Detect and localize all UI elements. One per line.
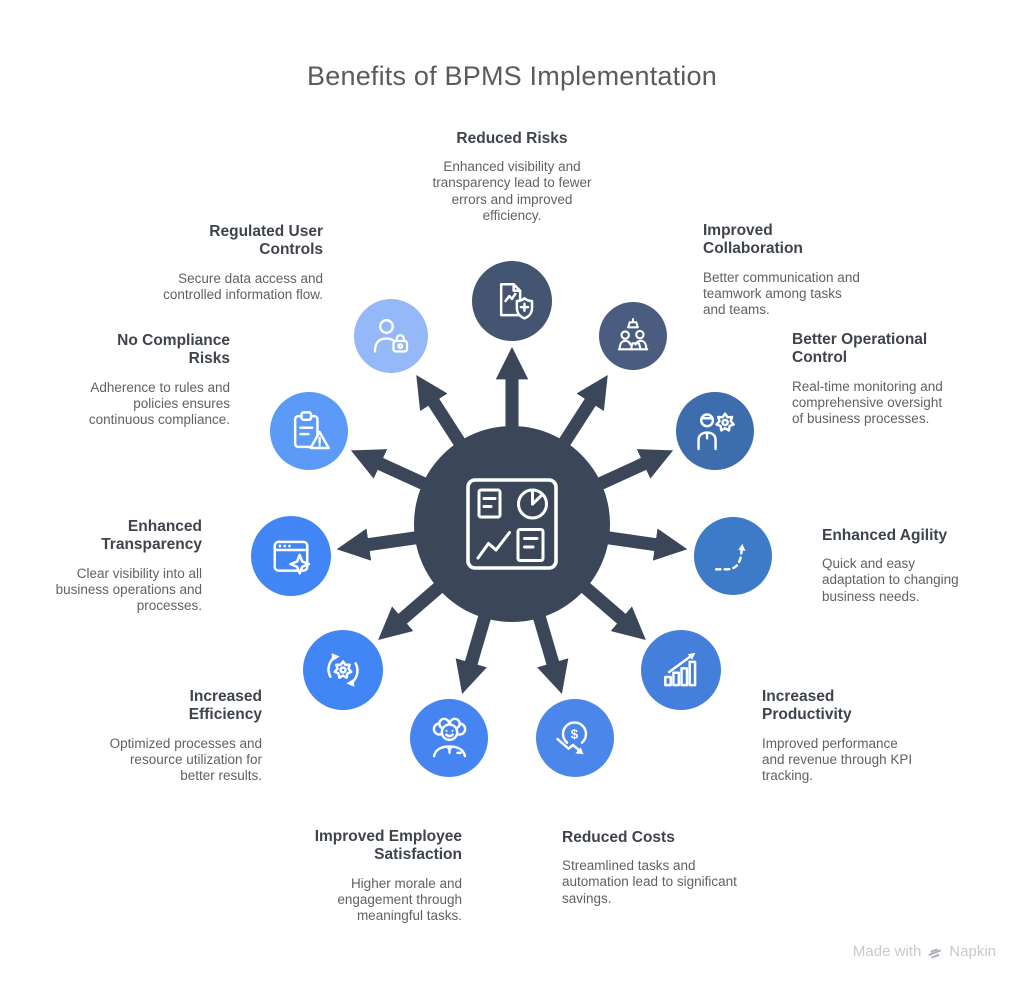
bar-chart-arrow-icon	[663, 652, 696, 687]
napkin-logo-icon	[928, 948, 942, 958]
node-icon-reduced-costs: $	[535, 698, 614, 777]
node-icon-increased-efficiency	[303, 630, 384, 711]
improved-employee-satisfaction-description: Higher morale and engagement through mea…	[337, 875, 462, 923]
node-icon-regulated-user-controls	[354, 299, 429, 374]
regulated-user-controls-description: Secure data access and controlled inform…	[163, 270, 323, 302]
clipboard-warning-icon	[293, 411, 330, 450]
regulated-user-controls-title: Regulated User Controls	[209, 223, 323, 259]
watermark-prefix: Made with	[852, 943, 922, 960]
node-icon-increased-productivity	[640, 630, 721, 711]
node-icon-improved-employee-satisfaction	[410, 698, 489, 777]
improved-collaboration-description: Better communication and teamwork among …	[703, 269, 860, 317]
user-lock-icon	[374, 319, 409, 354]
improved-employee-satisfaction-title: Improved Employee Satisfaction	[314, 828, 462, 864]
node-icon-no-compliance-risks	[270, 392, 349, 471]
document-shield-icon	[499, 282, 534, 320]
watermark-brand: Napkin	[949, 943, 996, 960]
reduced-risks-description: Enhanced visibility and transparency lea…	[432, 159, 592, 223]
happy-employee-icon	[432, 718, 467, 758]
increased-efficiency-title: Increased Efficiency	[188, 688, 262, 724]
better-operational-control-title: Better Operational Control	[792, 331, 928, 367]
increased-productivity-description: Improved performance and revenue through…	[762, 735, 913, 783]
better-operational-control-description: Real-time monitoring and comprehensive o…	[792, 378, 943, 426]
no-compliance-risks-description: Adherence to rules and policies ensures …	[88, 379, 230, 427]
enhanced-transparency-title: Enhanced Transparency	[101, 518, 202, 554]
reduced-costs-description: Streamlined tasks and automation lead to…	[562, 858, 737, 906]
dashed-rising-arrow-icon	[715, 544, 746, 571]
dollar-decrease-icon: $	[556, 721, 588, 755]
node-icon-improved-collaboration	[598, 302, 667, 371]
reduced-costs-title: Reduced Costs	[562, 829, 675, 846]
watermark: Made with Napkin	[853, 943, 996, 960]
page-title: Benefits of BPMS Implementation	[307, 61, 717, 91]
teamwork-desk-icon	[617, 318, 648, 351]
reduced-risks-title: Reduced Risks	[456, 130, 568, 147]
svg-text:$: $	[571, 727, 579, 742]
gear-refresh-icon	[327, 653, 360, 687]
node-icon-better-operational-control	[675, 392, 754, 471]
increased-efficiency-description: Optimized processes and resource utiliza…	[109, 735, 262, 783]
node-icon-reduced-risks	[472, 261, 552, 341]
dashboard-icon	[466, 478, 558, 570]
no-compliance-risks-title: No Compliance Risks	[117, 332, 230, 368]
enhanced-agility-title: Enhanced Agility	[822, 527, 948, 544]
enhanced-transparency-description: Clear visibility into all business opera…	[55, 565, 202, 613]
improved-collaboration-title: Improved Collaboration	[703, 222, 803, 258]
hub-circle	[414, 426, 610, 622]
increased-productivity-title: Increased Productivity	[762, 688, 852, 724]
node-icon-enhanced-transparency	[251, 515, 332, 596]
person-gear-icon	[697, 412, 736, 451]
enhanced-agility-description: Quick and easy adaptation to changing bu…	[822, 556, 959, 604]
window-sparkle-icon	[273, 540, 311, 575]
node-icon-enhanced-agility	[693, 516, 772, 595]
